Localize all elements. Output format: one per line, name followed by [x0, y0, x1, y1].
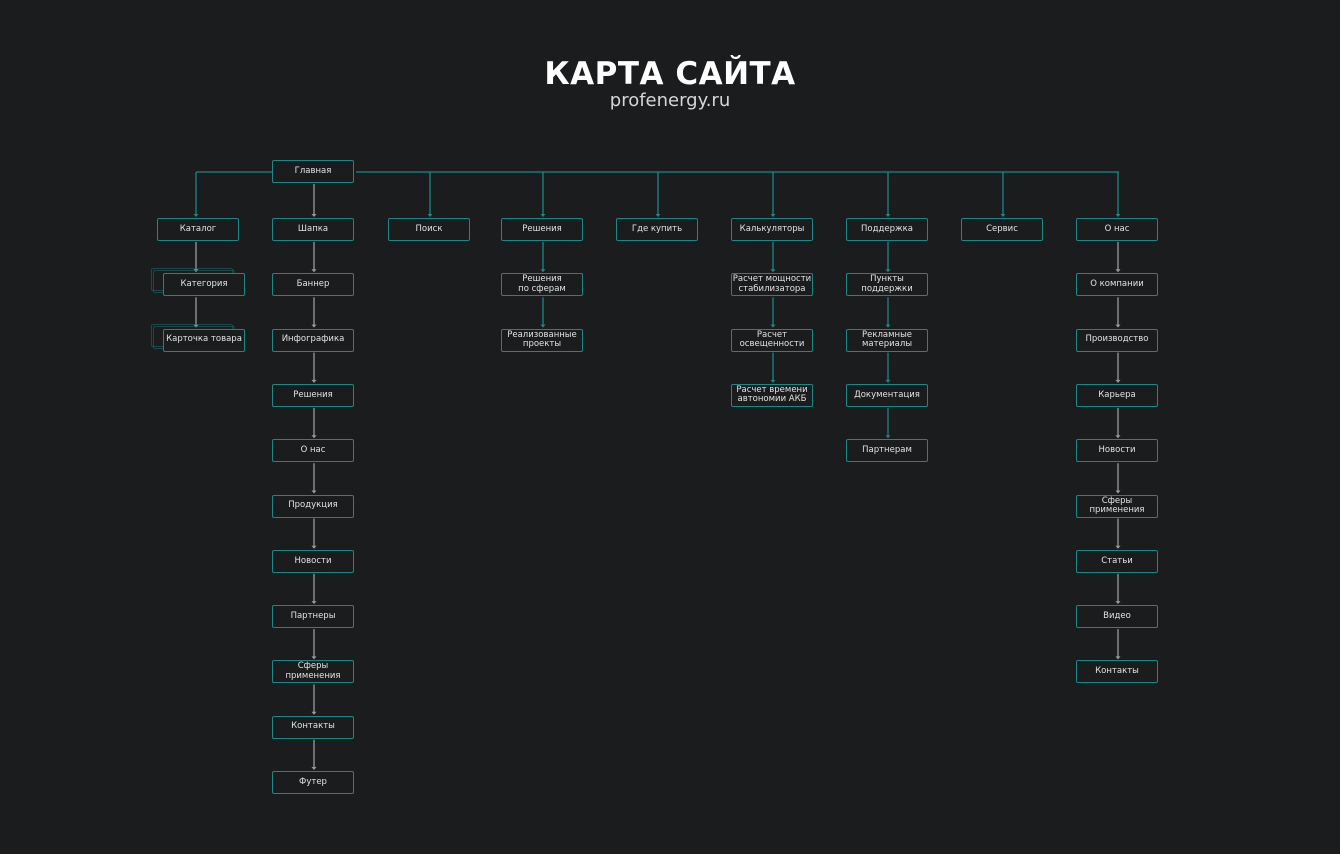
arrowhead-icon	[1115, 545, 1121, 549]
arrowhead-icon	[770, 269, 776, 273]
sitemap-node-page[interactable]: Партнеры	[272, 605, 354, 629]
site-domain: profenergy.ru	[609, 90, 731, 111]
arrowhead-icon	[770, 379, 776, 383]
arrowhead-icon	[540, 214, 546, 217]
arrowhead-icon	[770, 214, 776, 217]
arrowhead-icon	[540, 269, 546, 273]
sitemap-node-page[interactable]: Рекламные материалы	[846, 328, 928, 352]
sitemap-node-page[interactable]: Новости	[272, 549, 354, 573]
sitemap-node-section[interactable]: Калькуляторы	[731, 218, 813, 241]
sitemap-node-section[interactable]: О нас	[1076, 218, 1158, 241]
arrowhead-icon	[885, 324, 891, 328]
arrowhead-icon	[885, 435, 891, 439]
sitemap-node-root[interactable]: Главная	[272, 160, 354, 183]
arrowhead-icon	[311, 545, 317, 549]
arrowhead-icon	[311, 435, 317, 439]
arrowhead-icon	[1115, 379, 1121, 383]
arrowhead-icon	[311, 490, 317, 494]
sitemap-node-page[interactable]: О компании	[1076, 273, 1158, 297]
arrowhead-icon	[885, 269, 891, 273]
sitemap-node-page[interactable]: Статьи	[1076, 549, 1158, 573]
arrowhead-icon	[885, 214, 891, 217]
arrowhead-icon	[540, 324, 546, 328]
sitemap-node-page[interactable]: Партнерам	[846, 439, 928, 463]
arrowhead-icon	[1115, 324, 1121, 328]
arrowhead-icon	[885, 379, 891, 383]
sitemap-node-page[interactable]: Контакты	[272, 715, 354, 739]
page-title: КАРТА САЙТА	[544, 56, 796, 92]
arrowhead-icon	[1115, 214, 1121, 217]
sitemap-node-page[interactable]: Расчет освещенности	[731, 328, 813, 352]
sitemap-node-page[interactable]: Пункты поддержки	[846, 273, 928, 297]
sitemap-node-page[interactable]: Новости	[1076, 439, 1158, 463]
sitemap-node-page[interactable]: Расчет мощности стабилизатора	[731, 273, 813, 297]
sitemap-node-page[interactable]: Расчет времени автономии АКБ	[731, 383, 813, 407]
sitemap-node-page[interactable]: Продукция	[272, 494, 354, 518]
arrowhead-icon	[1115, 656, 1121, 660]
sitemap-node-page[interactable]: Контакты	[1076, 660, 1158, 684]
sitemap-node-section[interactable]: Шапка	[272, 218, 354, 241]
arrowhead-icon	[311, 379, 317, 383]
sitemap-node-page[interactable]: Инфографика	[272, 328, 354, 352]
sitemap-node-page[interactable]: Карточка товара	[163, 328, 245, 352]
arrowhead-icon	[1115, 435, 1121, 439]
sitemap-node-page[interactable]: Сферы применения	[1076, 494, 1158, 518]
arrowhead-icon	[1115, 269, 1121, 273]
sitemap-node-section[interactable]: Поддержка	[846, 218, 928, 241]
arrowhead-icon	[1115, 490, 1121, 494]
arrowhead-icon	[311, 269, 317, 273]
sitemap-node-page[interactable]: Решения	[272, 383, 354, 407]
sitemap-node-section[interactable]: Где купить	[616, 218, 698, 241]
arrowhead-icon	[1000, 214, 1006, 217]
sitemap-node-page[interactable]: Сферы применения	[272, 660, 354, 684]
sitemap-node-page[interactable]: Футер	[272, 771, 354, 794]
arrowhead-icon	[311, 601, 317, 605]
sitemap-node-section[interactable]: Сервис	[961, 218, 1043, 241]
sitemap-node-page[interactable]: Документация	[846, 383, 928, 407]
arrowhead-icon	[770, 324, 776, 328]
arrowhead-icon	[311, 214, 317, 217]
sitemap-node-page[interactable]: Карьера	[1076, 383, 1158, 407]
sitemap-node-page[interactable]: О нас	[272, 439, 354, 463]
sitemap-node-page[interactable]: Реализованные проекты	[501, 328, 583, 352]
arrowhead-icon	[311, 656, 317, 660]
arrowhead-icon	[655, 214, 661, 217]
arrowhead-icon	[311, 767, 317, 770]
arrowhead-icon	[311, 711, 317, 715]
sitemap-node-page[interactable]: Производство	[1076, 328, 1158, 352]
sitemap-node-page[interactable]: Видео	[1076, 605, 1158, 629]
sitemap-node-section[interactable]: Поиск	[388, 218, 470, 241]
sitemap-node-page[interactable]: Категория	[163, 273, 245, 297]
sitemap-node-page[interactable]: Решения по сферам	[501, 273, 583, 297]
arrowhead-icon	[427, 214, 433, 217]
sitemap-node-section[interactable]: Решения	[501, 218, 583, 241]
arrowhead-icon	[193, 214, 199, 217]
sitemap-node-page[interactable]: Баннер	[272, 273, 354, 297]
arrowhead-icon	[311, 324, 317, 328]
arrowhead-icon	[1115, 601, 1121, 605]
sitemap-node-section[interactable]: Каталог	[157, 218, 239, 241]
